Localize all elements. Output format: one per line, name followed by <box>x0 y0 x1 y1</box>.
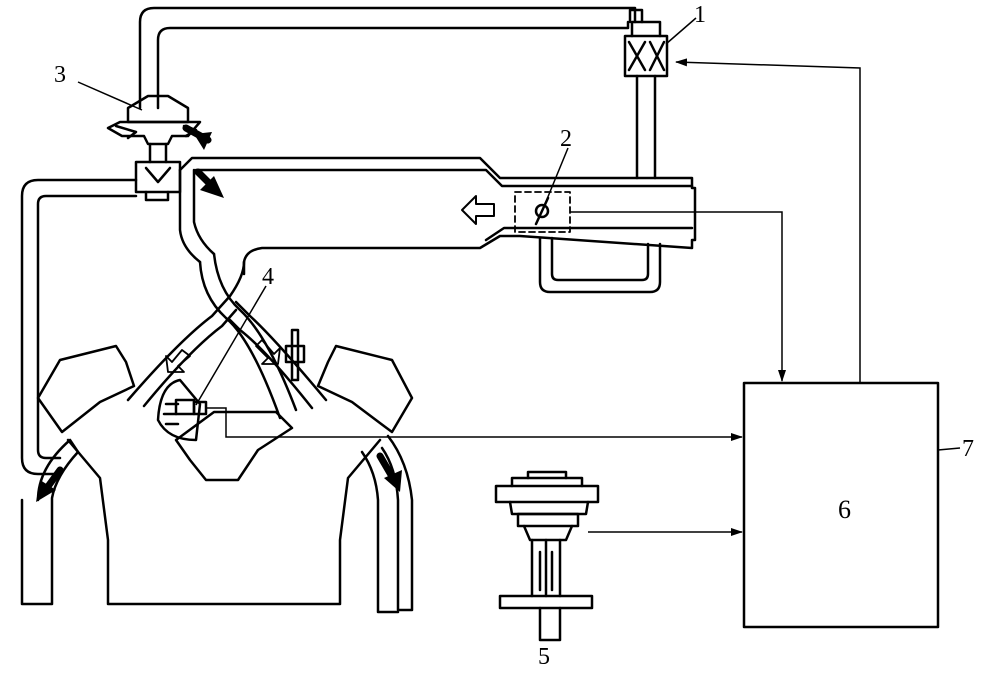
leader-1 <box>665 17 697 45</box>
engine-block <box>36 252 414 606</box>
egr-valve <box>106 94 202 202</box>
intake-air-arrow <box>461 195 495 225</box>
leader-4 <box>195 285 267 406</box>
bypass-loop <box>538 236 662 294</box>
vacuum-line-upper <box>138 6 644 110</box>
flow-arrow-runner-right <box>255 339 281 365</box>
label-3: 3 <box>54 62 66 88</box>
intake-pipe <box>178 156 697 276</box>
signal-sensor4-to-ecu <box>206 407 743 441</box>
throttle-valve <box>514 191 571 233</box>
leader-3 <box>77 81 143 111</box>
label-2: 2 <box>560 126 572 152</box>
label-7: 7 <box>962 436 974 462</box>
vacuum-line-left <box>20 178 138 476</box>
flow-arrow-runner-left <box>165 349 191 373</box>
label-1: 1 <box>694 2 706 28</box>
leader-7 <box>937 447 961 451</box>
label-4: 4 <box>262 264 274 290</box>
signal-lines <box>77 17 961 536</box>
ecu-box <box>742 381 940 629</box>
leader-2 <box>544 147 569 205</box>
exhaust-pipes <box>20 434 414 614</box>
signal-throttle-to-ecu <box>570 211 786 382</box>
label-5: 5 <box>538 644 550 668</box>
solenoid-valve <box>623 20 669 180</box>
temperature-sensor <box>494 470 600 642</box>
label-6: 6 <box>838 495 851 524</box>
signal-ecu-to-solenoid <box>675 58 861 383</box>
